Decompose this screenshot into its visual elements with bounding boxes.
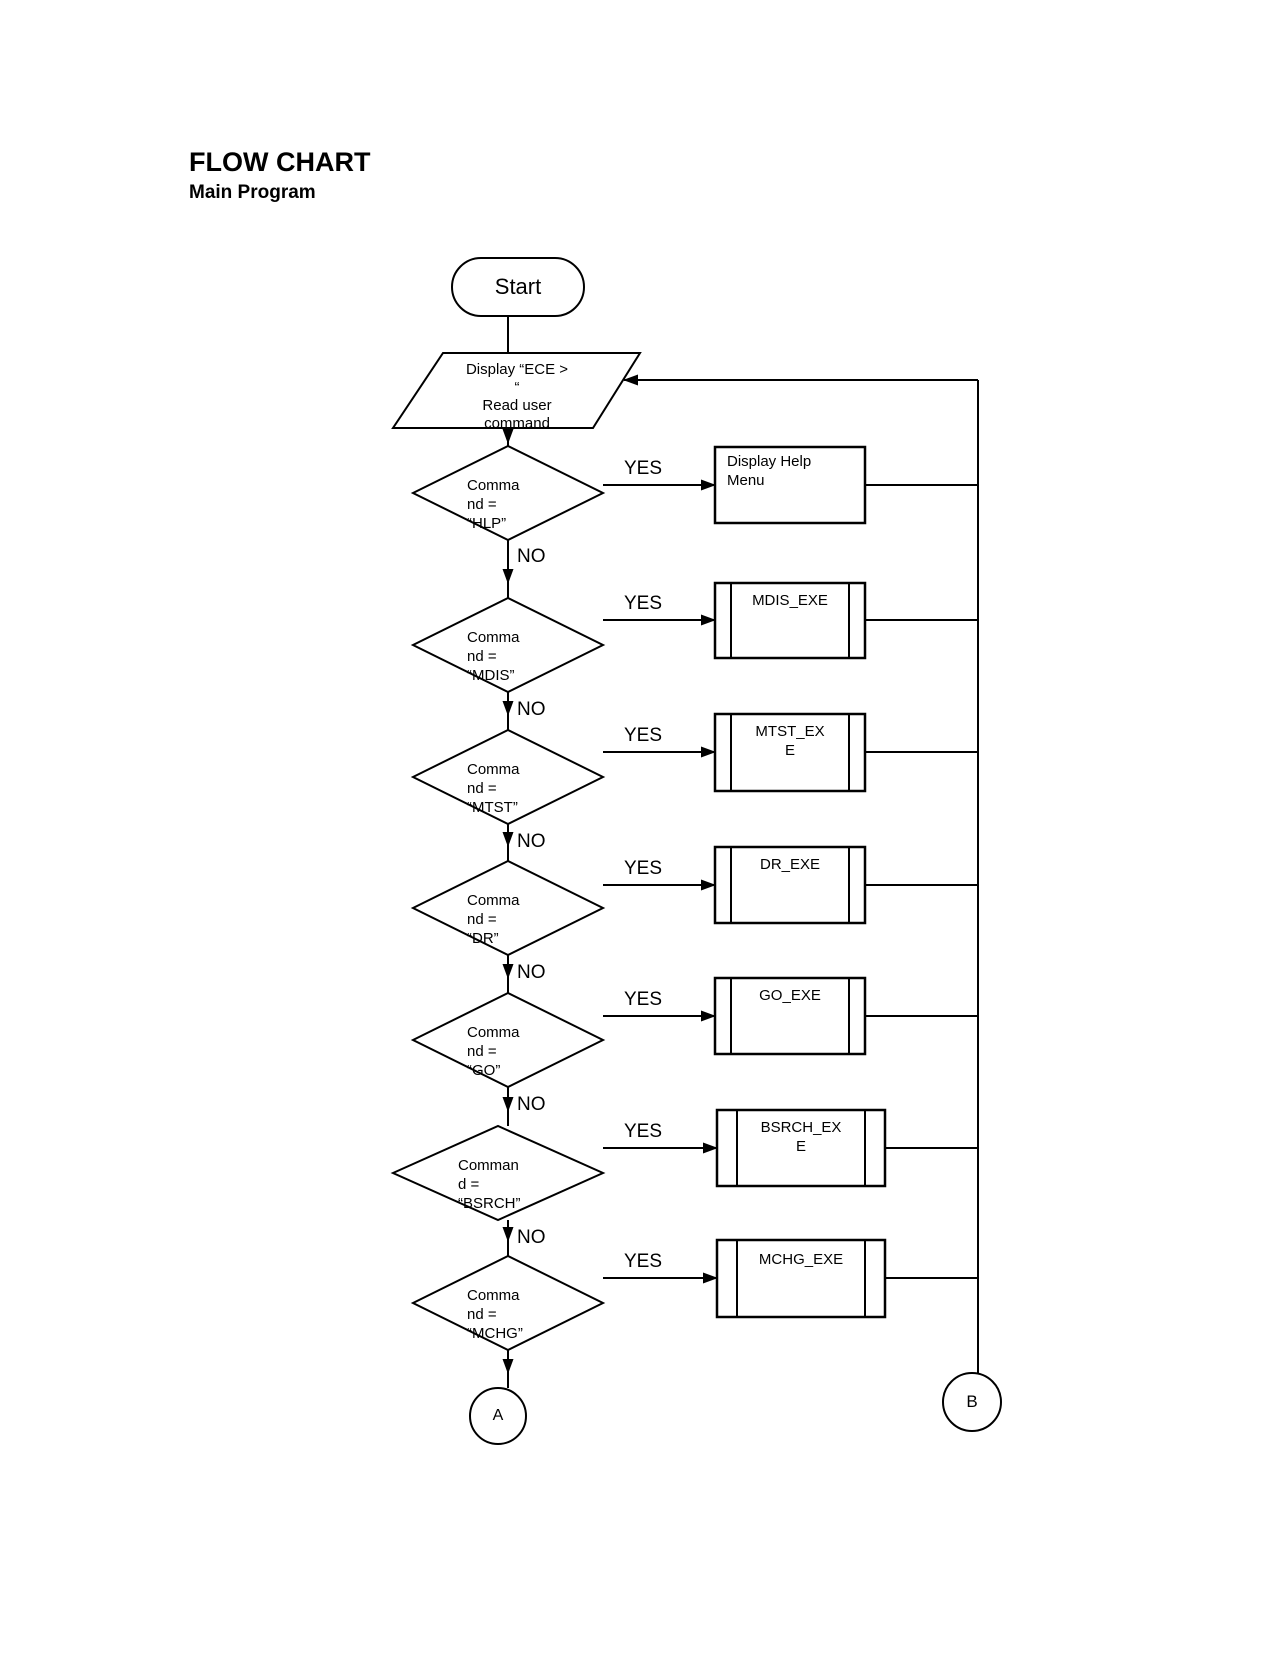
process-display-help-box [713, 445, 867, 525]
decision-hlp-diamond [410, 444, 606, 542]
offpage-connector-a-circle [469, 1387, 527, 1445]
decision-mchg-label: Comma nd = “MCHG” [467, 1287, 523, 1342]
decision-hlp-label: Comma nd = “HLP” [467, 477, 520, 532]
decision-go-label: Comma nd = “GO” [467, 1024, 520, 1079]
decision-dr-diamond [410, 859, 606, 957]
process-bsrch-exe-label: BSRCH_EX E [760, 1119, 842, 1155]
decision-mdis-diamond [410, 596, 606, 694]
yes-label-mchg: YES [623, 1251, 663, 1272]
start-label: Start [494, 274, 542, 299]
decision-bsrch-label: Comman d = “BSRCH” [458, 1157, 521, 1212]
start-terminator [451, 257, 585, 317]
offpage-connector-b-circle [942, 1372, 1002, 1432]
process-bsrch-exe-box [715, 1108, 887, 1188]
yes-label-mdis: YES [623, 593, 663, 614]
page-title: FLOW CHART [189, 147, 371, 177]
decision-dr-label: Comma nd = “DR” [467, 892, 520, 947]
decision-bsrch-diamond [390, 1124, 606, 1222]
no-label-mdis: NO [517, 699, 546, 720]
process-go-exe-label: GO_EXE [759, 987, 821, 1004]
display-read-parallelogram [391, 352, 642, 429]
process-go-exe-box [713, 976, 867, 1056]
no-label-go: NO [517, 1094, 546, 1115]
decision-mdis-label: Comma nd = “MDIS” [467, 629, 520, 684]
decision-go-diamond [410, 991, 606, 1089]
offpage-connector-b-label: B [966, 1392, 978, 1411]
process-mdis-exe-box [713, 581, 867, 660]
yes-label-dr: YES [623, 858, 663, 879]
yes-label-mtst: YES [623, 725, 663, 746]
yes-label-hlp: YES [623, 458, 663, 479]
process-dr-exe-box [713, 845, 867, 925]
process-mchg-exe-label: MCHG_EXE [758, 1251, 844, 1268]
offpage-connector-a-label: A [492, 1407, 504, 1424]
page-subtitle: Main Program [189, 182, 316, 203]
process-display-help-label: Display Help Menu [727, 453, 812, 489]
process-mchg-exe-box [715, 1238, 887, 1319]
display-read-label: Display “ECE > “ Read user command [465, 361, 569, 432]
decision-mtst-diamond [410, 728, 606, 826]
no-label-dr: NO [517, 962, 546, 983]
yes-label-bsrch: YES [623, 1121, 663, 1142]
process-mtst-exe-label: MTST_EX E [755, 723, 825, 759]
process-mdis-exe-label: MDIS_EXE [752, 592, 828, 609]
yes-label-go: YES [623, 989, 663, 1010]
process-dr-exe-label: DR_EXE [759, 856, 821, 873]
process-mtst-exe-box [713, 712, 867, 793]
no-label-hlp: NO [517, 546, 546, 567]
no-label-mtst: NO [517, 831, 546, 852]
decision-mchg-diamond [410, 1254, 606, 1352]
no-label-bsrch: NO [517, 1227, 546, 1248]
decision-mtst-label: Comma nd = “MTST” [467, 761, 520, 816]
